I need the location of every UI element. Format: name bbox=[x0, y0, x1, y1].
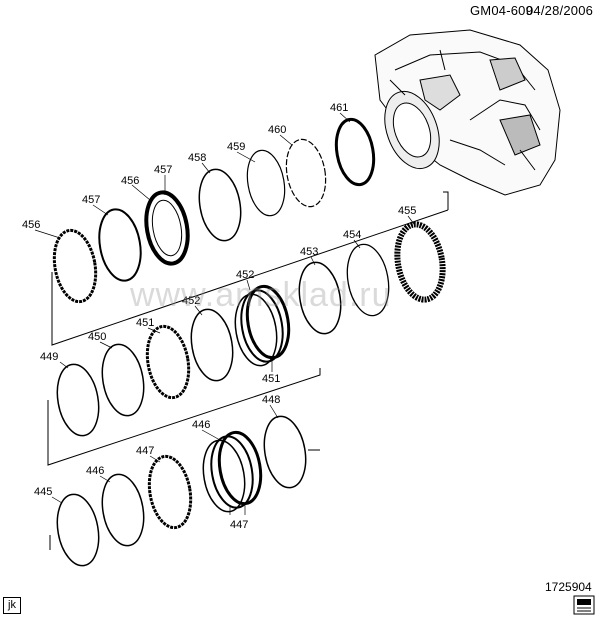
callout-453: 453 bbox=[300, 246, 318, 258]
callout-450: 450 bbox=[88, 331, 106, 343]
callout-449: 449 bbox=[40, 351, 58, 363]
callout-451-lower: 451 bbox=[262, 373, 280, 385]
row1-rings bbox=[52, 117, 376, 304]
ring-446 bbox=[101, 473, 145, 547]
ring-456-upper bbox=[98, 208, 142, 282]
ring-448 bbox=[263, 415, 307, 489]
ring-455 bbox=[394, 221, 446, 303]
callout-452-lower: 452 bbox=[182, 295, 200, 307]
ring-452-c bbox=[234, 293, 278, 367]
callout-448: 448 bbox=[262, 394, 280, 406]
callout-459: 459 bbox=[227, 141, 245, 153]
callout-452-upper: 452 bbox=[236, 269, 254, 281]
callout-456-lower: 456 bbox=[22, 219, 40, 231]
callout-461: 461 bbox=[330, 102, 348, 114]
ring-454 bbox=[346, 243, 390, 317]
ring-451 bbox=[145, 324, 191, 400]
ring-450 bbox=[101, 343, 145, 417]
transmission-case-illustration bbox=[374, 29, 561, 196]
callout-446-lower: 446 bbox=[86, 465, 104, 477]
callout-labels: 461 460 459 458 457 456 457 456 455 454 … bbox=[22, 102, 416, 531]
diagram-date: 04/28/2006 bbox=[526, 3, 594, 18]
manual-book-icon bbox=[573, 595, 595, 615]
callout-451-upper: 451 bbox=[136, 317, 154, 329]
callout-447-lower: 447 bbox=[230, 519, 248, 531]
row3-rings bbox=[56, 415, 307, 567]
group-brackets bbox=[47, 191, 449, 550]
ring-458 bbox=[198, 168, 242, 242]
callout-457-lower: 457 bbox=[82, 194, 100, 206]
ring-457-inner bbox=[151, 199, 183, 257]
ring-460 bbox=[285, 138, 327, 208]
callout-447-upper: 447 bbox=[136, 445, 154, 457]
diagram-code: GM04-609 bbox=[470, 3, 534, 18]
callout-455: 455 bbox=[398, 205, 416, 217]
callout-445: 445 bbox=[34, 486, 52, 498]
ring-452 bbox=[190, 308, 234, 382]
callout-457-upper: 457 bbox=[154, 164, 172, 176]
ring-457 bbox=[144, 190, 190, 266]
ring-459 bbox=[246, 149, 286, 217]
ring-445 bbox=[56, 493, 100, 567]
ring-449 bbox=[56, 363, 100, 437]
callout-460: 460 bbox=[268, 124, 286, 136]
row2-rings bbox=[56, 221, 446, 437]
ring-452-b bbox=[240, 289, 284, 363]
callout-456-upper: 456 bbox=[121, 175, 139, 187]
callout-454: 454 bbox=[343, 229, 361, 241]
callout-446-upper: 446 bbox=[192, 419, 210, 431]
figure-number: 1725904 bbox=[545, 580, 592, 594]
ring-447 bbox=[147, 454, 193, 530]
callout-458: 458 bbox=[188, 152, 206, 164]
corner-tag: jk bbox=[3, 597, 21, 614]
ring-461 bbox=[334, 117, 376, 187]
ring-456-lower bbox=[52, 228, 98, 304]
leader-lines bbox=[34, 112, 415, 515]
watermark-text: www.amsklad.ru bbox=[130, 276, 392, 314]
